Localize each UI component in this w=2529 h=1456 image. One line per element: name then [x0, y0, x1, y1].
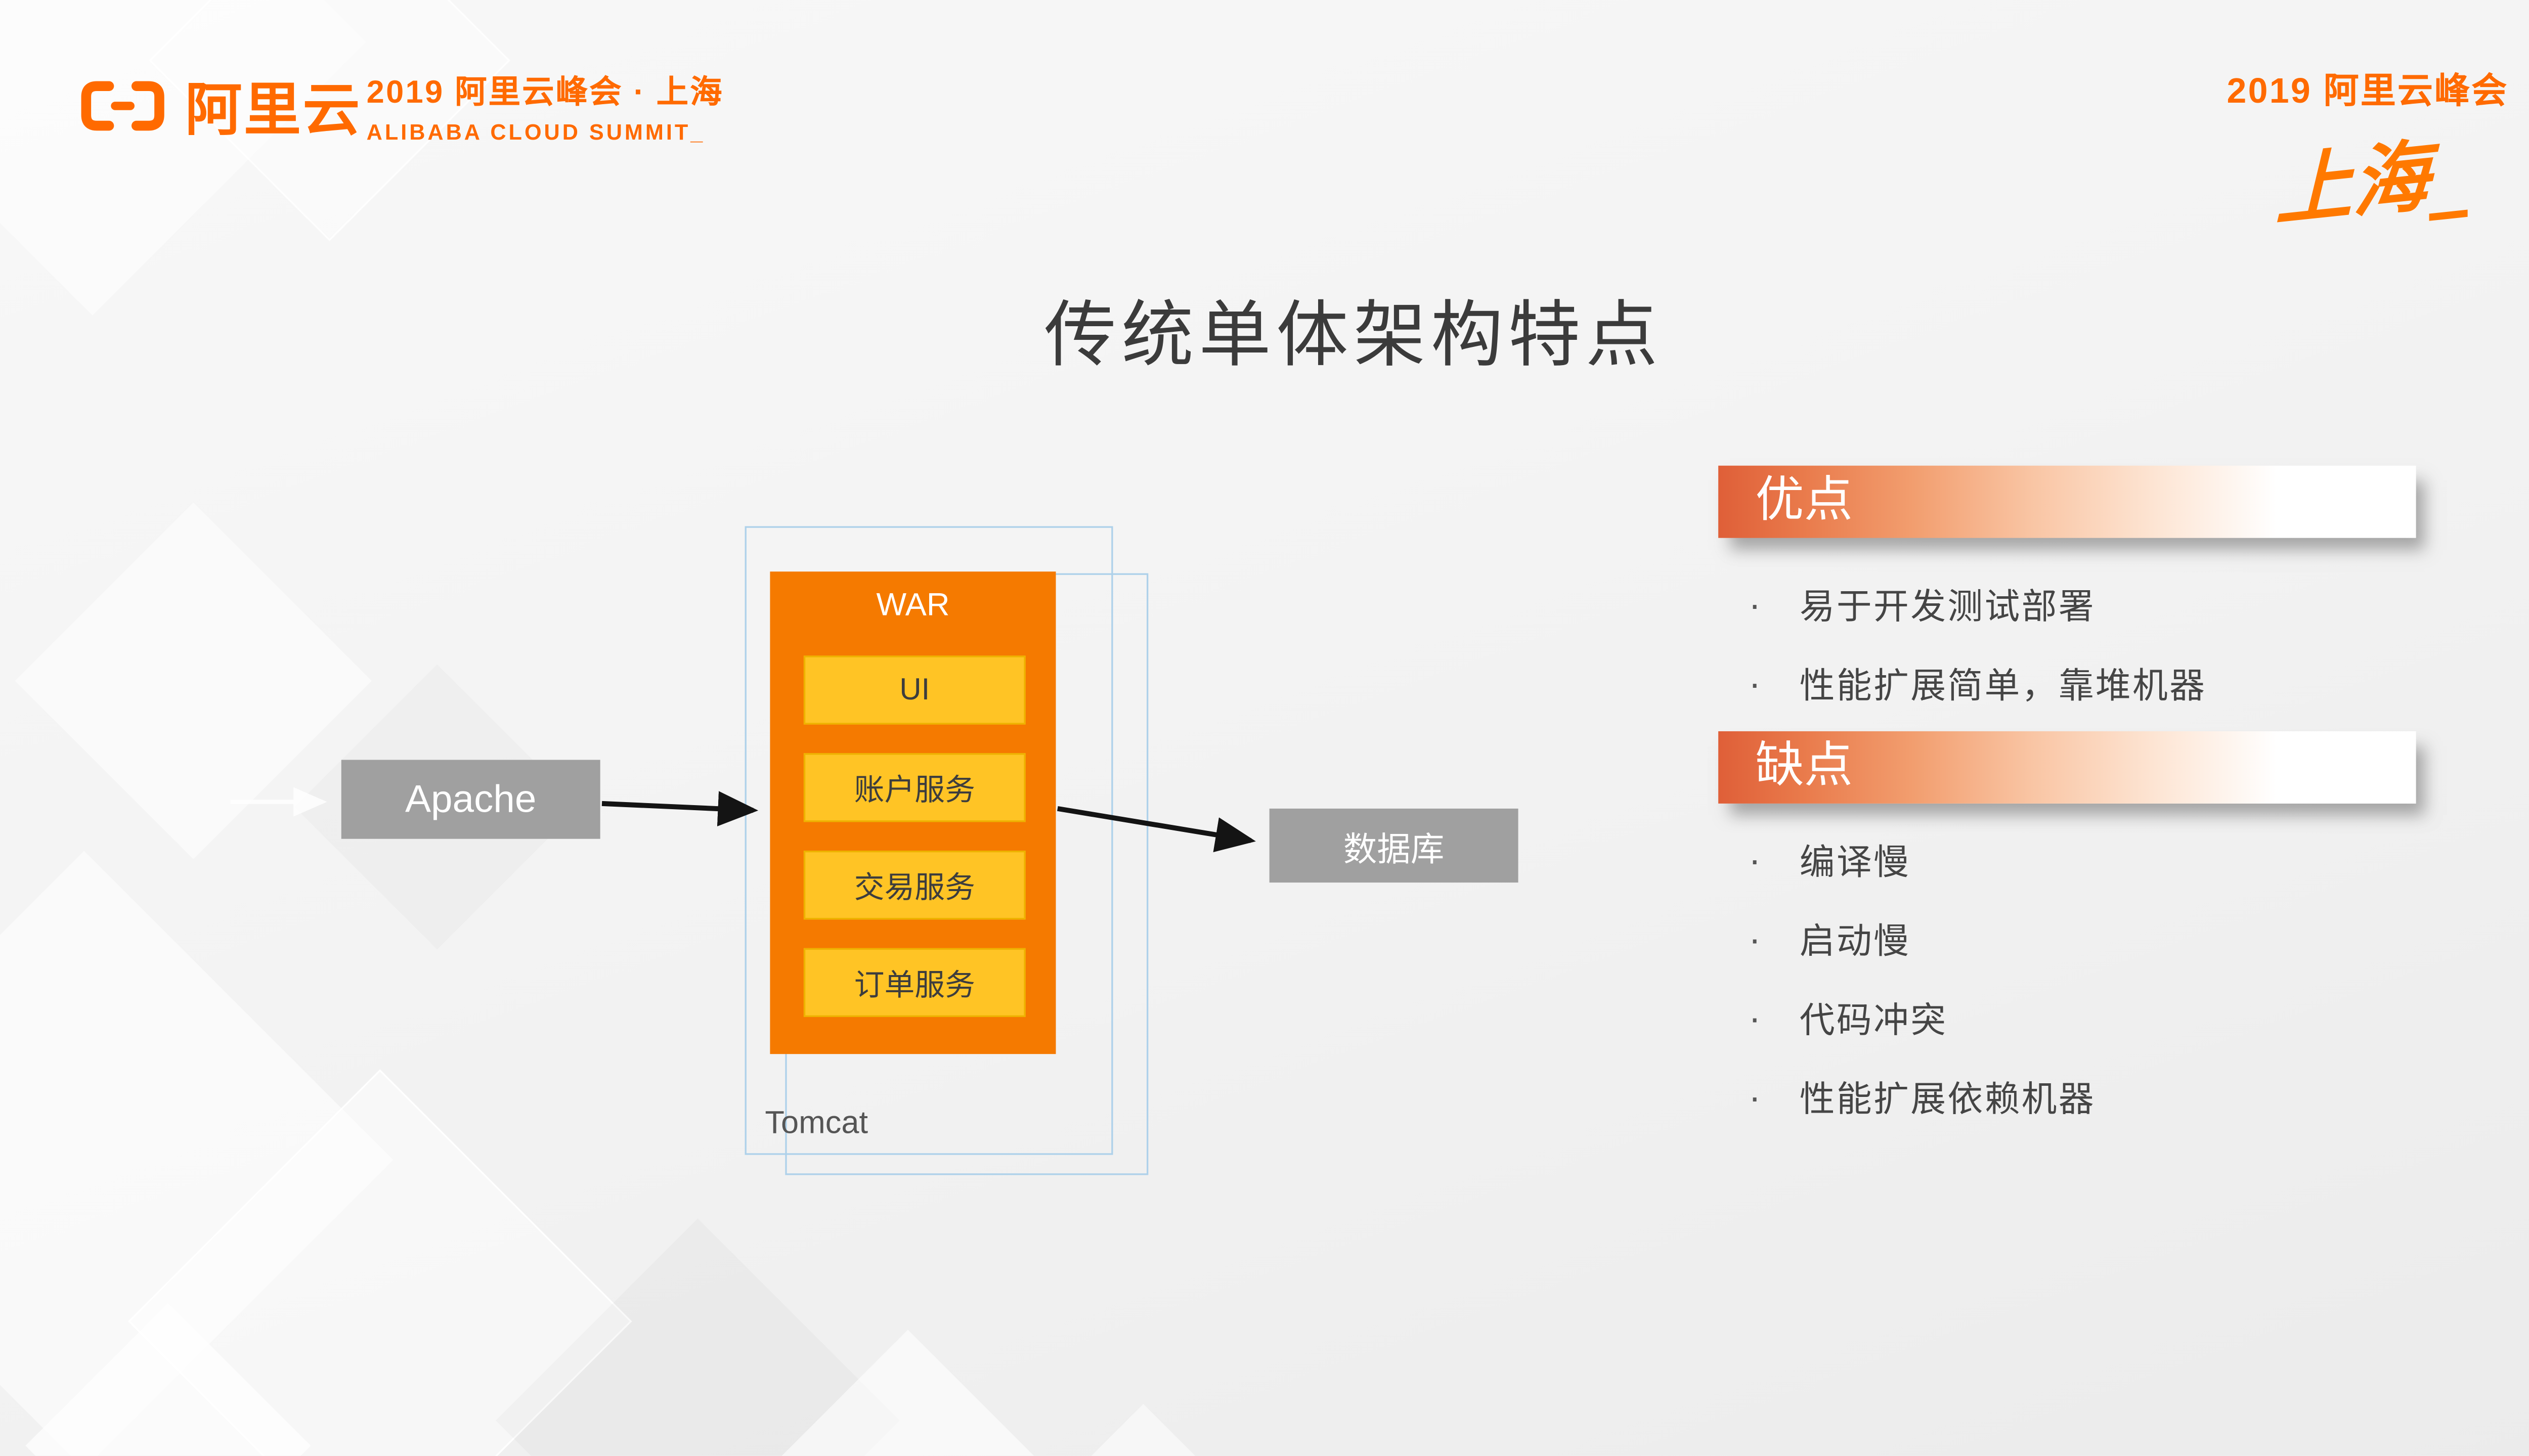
module-ui: UI [803, 655, 1026, 725]
database-node: 数据库 [1269, 808, 1518, 883]
cons-heading-banner: 缺点 [1718, 731, 2416, 804]
cons-heading: 缺点 [1755, 739, 1853, 793]
summit-title-en: ALIBABA CLOUD SUMMIT_ [366, 119, 706, 145]
background-diamond [127, 1069, 632, 1456]
background-diamond [0, 851, 394, 1456]
alibaba-cloud-brackets-icon [81, 80, 164, 130]
alibaba-cloud-logo: 阿里云 [74, 64, 361, 146]
pros-heading: 优点 [1755, 474, 1853, 528]
war-package-box: WAR UI 账户服务 交易服务 订单服务 [770, 571, 1056, 1054]
arrow-apache-to-war [601, 791, 759, 826]
background-diamond [0, 0, 366, 316]
pros-heading-banner: 优点 [1718, 465, 2416, 538]
cons-item: 代码冲突 [1749, 979, 2096, 1057]
background-diamond [741, 1330, 1075, 1456]
war-label: WAR [876, 588, 950, 624]
apache-node: Apache [341, 760, 600, 839]
background-diamond [1000, 1404, 1286, 1456]
page-title: 传统单体架构特点 [1044, 294, 1663, 378]
cons-list: 编译慢 启动慢 代码冲突 性能扩展依赖机器 [1749, 820, 2096, 1136]
cons-item: 启动慢 [1749, 899, 2096, 978]
tomcat-label: Tomcat [765, 1106, 868, 1142]
top-right-summit-title: 2019 阿里云峰会 [2227, 72, 2509, 111]
pros-list: 易于开发测试部署 性能扩展简单，靠堆机器 [1749, 565, 2206, 723]
summit-title-cn: 2019 阿里云峰会 · 上海 [366, 75, 724, 111]
brand-name: 阿里云 [185, 79, 362, 143]
cons-item: 性能扩展依赖机器 [1749, 1057, 2096, 1136]
summit-title-block: 2019 阿里云峰会 · 上海 ALIBABA CLOUD SUMMIT_ [367, 67, 724, 145]
pros-item: 性能扩展简单，靠堆机器 [1749, 644, 2206, 723]
module-trade-service: 交易服务 [803, 850, 1026, 920]
pros-item: 易于开发测试部署 [1749, 565, 2206, 644]
top-right-city-calligraphy: 上海_ [2275, 125, 2468, 238]
background-diamond [25, 1303, 311, 1456]
background-diamond [15, 502, 372, 859]
top-right-summit-block: 2019 阿里云峰会 上海_ [2227, 64, 2509, 237]
module-account-service: 账户服务 [803, 753, 1026, 822]
cons-item: 编译慢 [1749, 820, 2096, 899]
background-diamond [496, 1218, 900, 1455]
module-order-service: 订单服务 [803, 948, 1026, 1018]
